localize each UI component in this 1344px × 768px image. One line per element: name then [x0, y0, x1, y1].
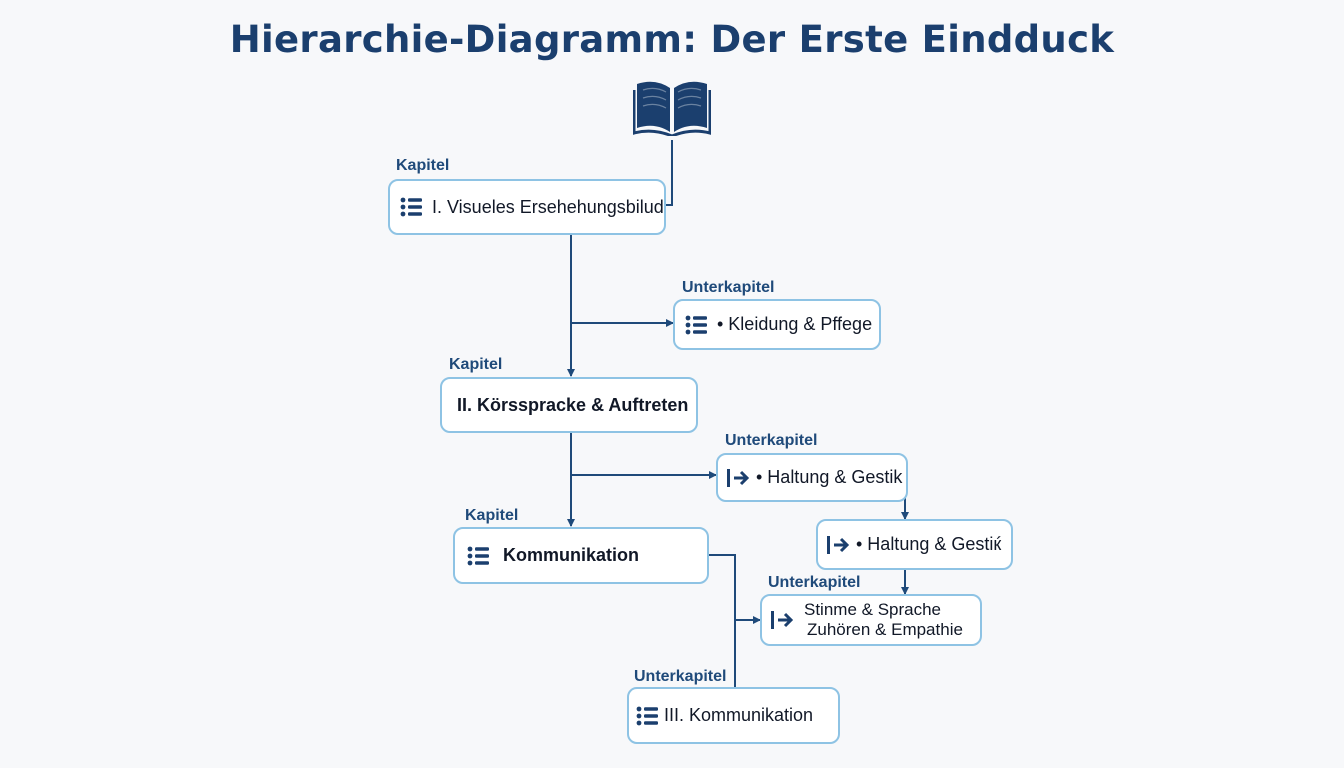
arrow-right-icon: [727, 468, 750, 487]
node-kleidung-label: • Kleidung & Pffege: [717, 314, 873, 334]
node-haltung-gestik-2[interactable]: • Haltung & Gestiќ: [816, 519, 1013, 570]
list-icon: [467, 546, 489, 565]
node-visuelles-label: I. Visueles Ersehehungsbilud: [432, 196, 664, 217]
node-stimme-line-1: Stinme & Sprache: [804, 600, 942, 619]
label-kapitel-1: Kapitel: [396, 157, 450, 174]
node-haltung-2-label: • Haltung & Gestiќ: [856, 534, 1002, 554]
node-haltung-gestik-1[interactable]: • Haltung & Gestik: [716, 453, 908, 502]
node-visuelles-erscheinungsbild[interactable]: I. Visueles Ersehehungsbilud: [388, 179, 666, 235]
label-unterkapitel-3: Unterkapitel: [768, 574, 861, 591]
diagram-title: Hierarchie-Diagramm: Der Erste Eindduck: [229, 18, 1115, 61]
list-icon: [400, 197, 422, 217]
label-unterkapitel-1: Unterkapitel: [682, 279, 775, 296]
node-koerpersprache-label: II. Körsspracke & Auftreten: [457, 394, 689, 415]
list-icon: [636, 706, 658, 725]
label-unterkapitel-2: Unterkapitel: [725, 432, 818, 449]
node-kleidung-pflege[interactable]: • Kleidung & Pffege: [673, 299, 881, 350]
node-kommunikation-label: Kommunikation: [503, 545, 640, 565]
arrow-right-icon: [827, 535, 850, 554]
connector-kommunikation-elbow: [708, 554, 736, 687]
node-koerpersprache-auftreten[interactable]: II. Körsspracke & Auftreten: [440, 377, 698, 433]
node-haltung-1-label: • Haltung & Gestik: [756, 467, 903, 487]
node-stimme-line-2: Zuhören & Empathie: [807, 620, 963, 639]
node-stimme-zuhoeren[interactable]: Stinme & Sprache Zuhören & Empathie: [760, 594, 982, 646]
node-kommunikation-3-label: III. Kommunikation: [664, 705, 814, 725]
label-kapitel-3: Kapitel: [465, 507, 519, 524]
open-book-icon: [633, 81, 711, 136]
arrow-right-icon: [771, 611, 794, 629]
node-kommunikation-3[interactable]: III. Kommunikation: [627, 687, 840, 744]
label-unterkapitel-4: Unterkapitel: [634, 668, 727, 685]
label-kapitel-2: Kapitel: [449, 356, 503, 373]
node-kommunikation[interactable]: Kommunikation: [453, 527, 709, 584]
list-icon: [685, 315, 707, 334]
